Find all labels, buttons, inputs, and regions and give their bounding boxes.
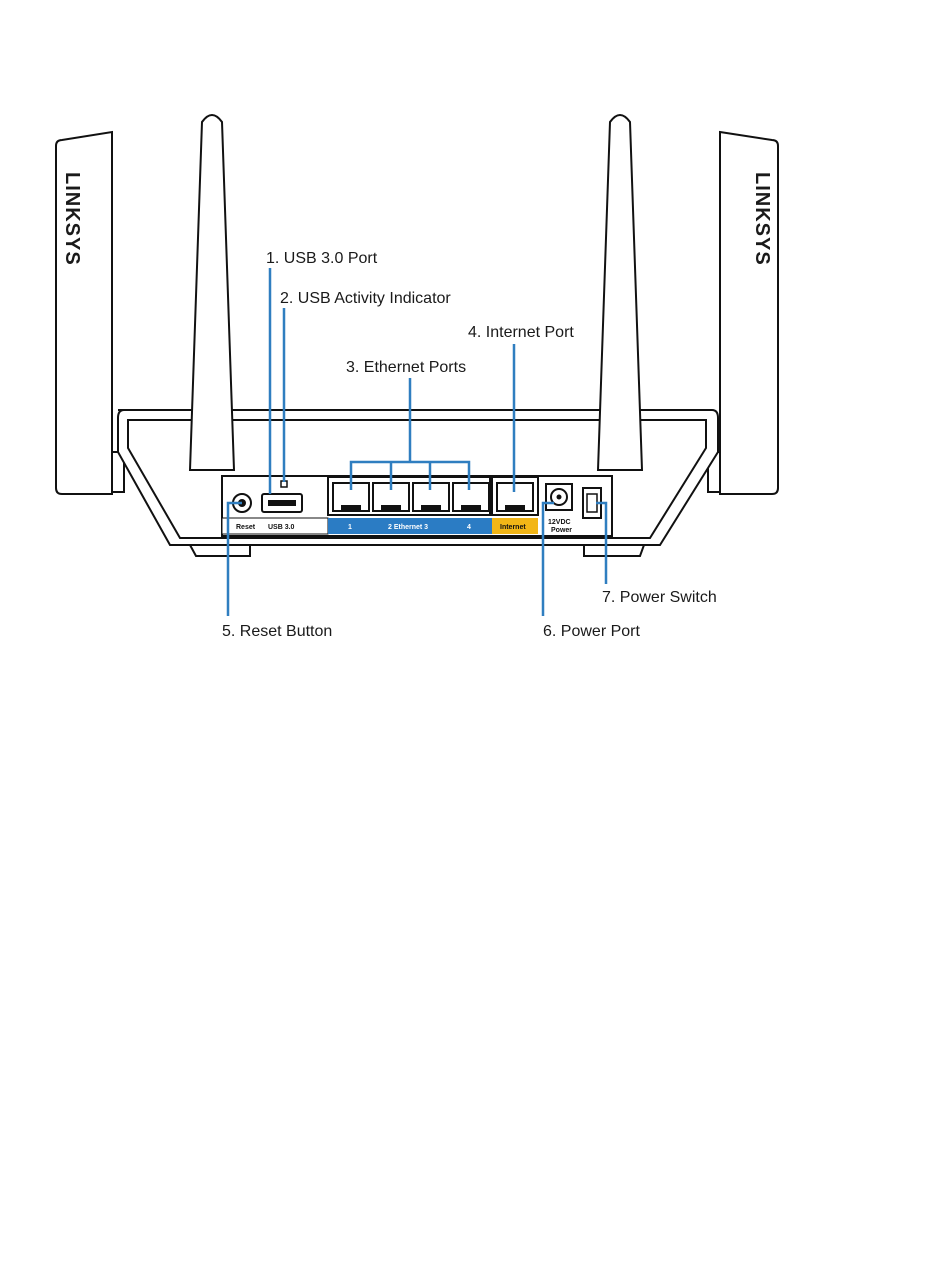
ethernet-port-group (328, 477, 490, 515)
power-strip-label-top: 12VDC (548, 519, 571, 526)
callout-usb-activity: 2. USB Activity Indicator (280, 290, 451, 307)
internet-strip-label: Internet (500, 524, 526, 531)
reset-strip-label: Reset (236, 524, 256, 531)
right-foot (584, 545, 644, 556)
callout-usb-port: 1. USB 3.0 Port (266, 250, 378, 267)
port-label-strip: Reset USB 3.0 1 2 Ethernet 3 4 Internet … (222, 518, 572, 534)
power-port[interactable] (546, 484, 572, 510)
callout-ethernet-ports: 3. Ethernet Ports (346, 359, 466, 376)
left-side-antenna: LINKSYS (56, 132, 112, 494)
callout-internet-port: 4. Internet Port (468, 324, 574, 341)
ethernet-2-3-strip-label: 2 Ethernet 3 (388, 524, 428, 531)
right-vertical-antenna (598, 115, 642, 470)
right-side-antenna: LINKSYS (720, 132, 778, 494)
ethernet-port-4[interactable] (453, 483, 489, 511)
brand-logo-right: LINKSYS (751, 172, 773, 266)
usb-strip-label: USB 3.0 (268, 524, 295, 531)
left-vertical-antenna (190, 115, 234, 470)
callout-reset-button: 5. Reset Button (222, 623, 332, 640)
brand-logo-left: LINKSYS (61, 172, 83, 266)
power-strip-label-bottom: Power (551, 527, 572, 534)
usb-port[interactable] (262, 494, 302, 512)
ethernet-1-strip-label: 1 (348, 524, 352, 531)
callout-power-port: 6. Power Port (543, 623, 640, 640)
ethernet-4-strip-label: 4 (467, 524, 471, 531)
callout-power-switch: 7. Power Switch (602, 589, 717, 606)
left-foot (190, 545, 250, 556)
